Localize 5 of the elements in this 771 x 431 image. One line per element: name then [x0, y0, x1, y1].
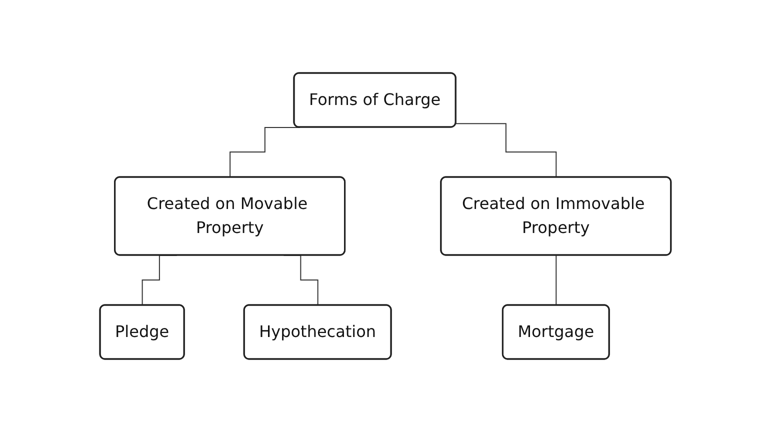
connector — [142, 254, 178, 306]
connector — [230, 126, 301, 178]
connector — [456, 122, 557, 178]
connector — [556, 254, 557, 306]
connector — [283, 254, 319, 306]
